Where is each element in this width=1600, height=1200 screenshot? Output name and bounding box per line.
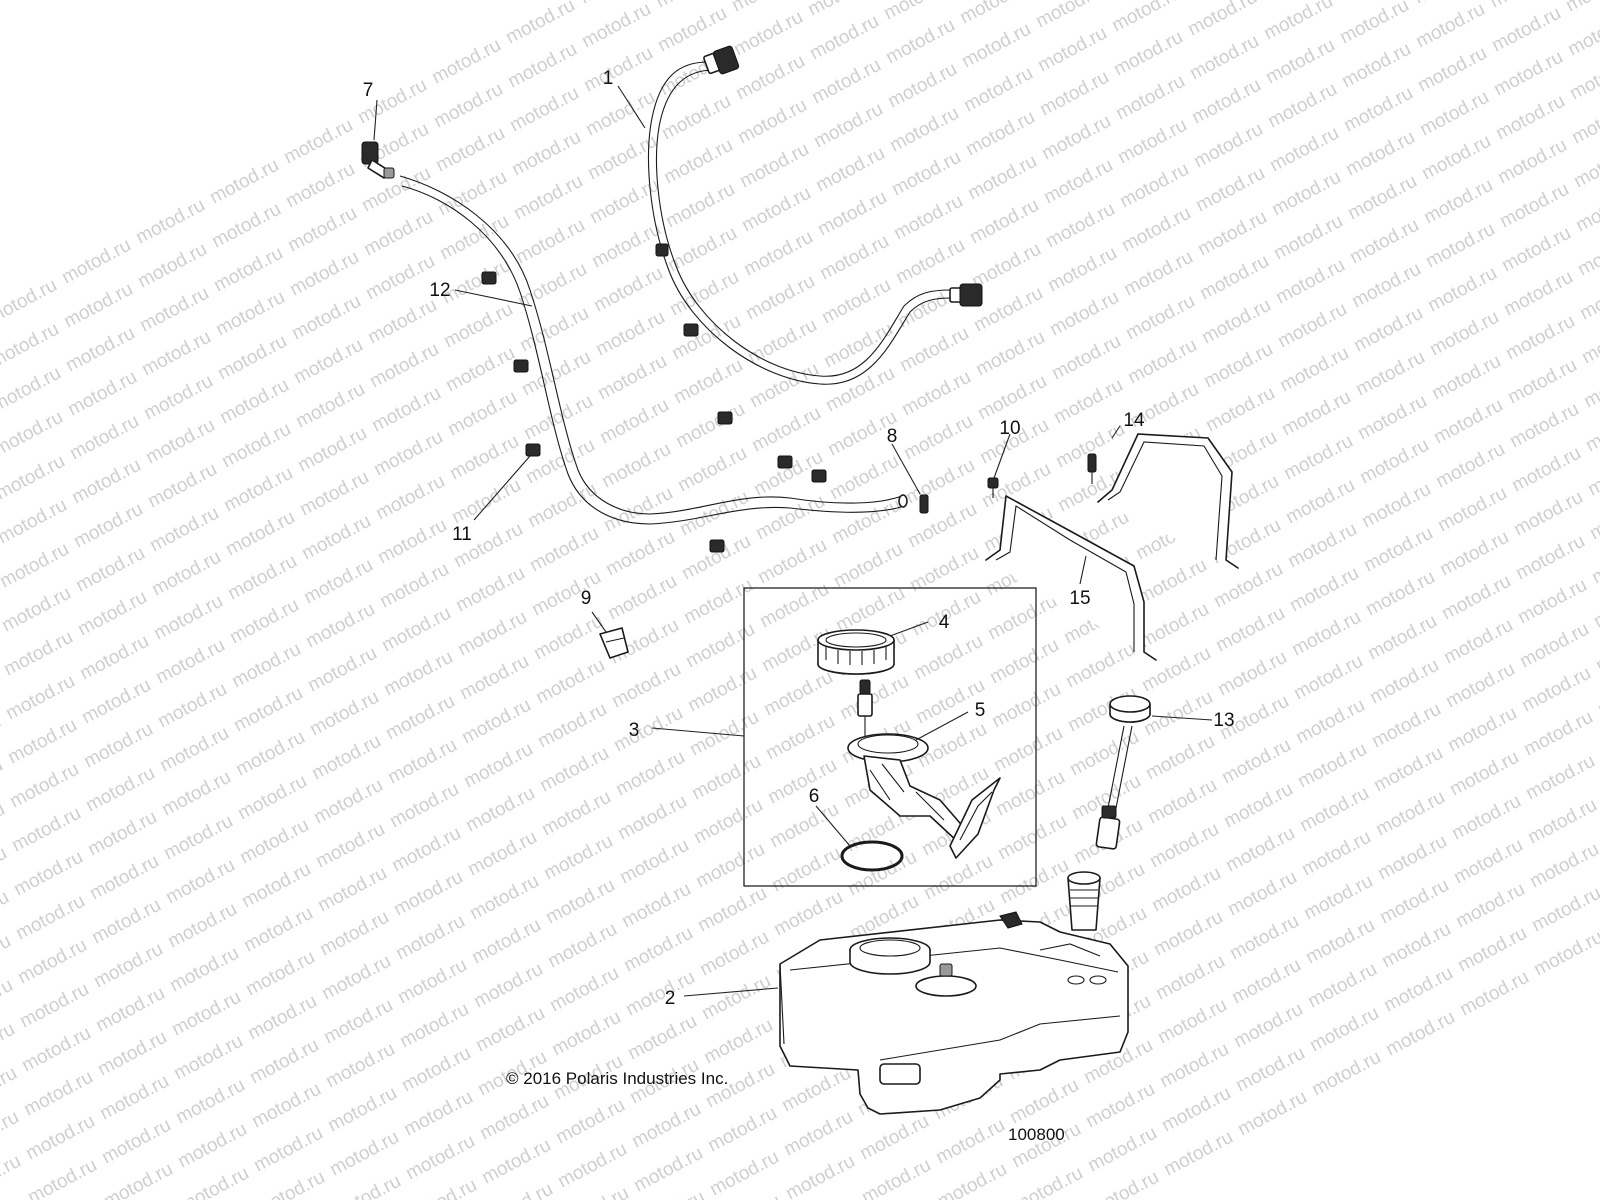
part-2-fuel-tank — [779, 871, 1129, 1115]
callout-10: 10 — [999, 418, 1020, 439]
watermark-text: motod.ru — [1574, 227, 1600, 281]
callout-3: 3 — [629, 720, 640, 741]
callout-2: 2 — [665, 988, 676, 1009]
figure-number: 100800 — [1008, 1125, 1065, 1144]
callout-12: 12 — [429, 280, 450, 301]
watermark-text: motod.ru — [0, 755, 7, 809]
part-14-strap — [1087, 433, 1239, 569]
part-15-strap — [985, 495, 1157, 661]
watermark-text: motod.ru — [1526, 839, 1600, 893]
part-13-fuel-cap — [1095, 695, 1151, 850]
callout-14: 14 — [1123, 410, 1145, 431]
callout-15: 15 — [1069, 588, 1090, 609]
watermark-text: motod.ru — [0, 667, 3, 721]
watermark-text: motod.ru — [1382, 1007, 1458, 1061]
watermark-text: motod.ru — [1308, 1047, 1384, 1101]
watermark-text: motod.ru — [1562, 0, 1600, 16]
part-8-spring-clip — [919, 494, 929, 514]
watermark-text: motod.ru — [1570, 139, 1600, 193]
part-9-clamp — [599, 627, 629, 659]
watermark-text: motod.ru — [1572, 183, 1600, 237]
watermark-text: motod.ru — [0, 1151, 25, 1200]
callout-4: 4 — [939, 612, 950, 633]
watermark-text: motod.ru — [1568, 95, 1600, 149]
watermark-text: motod.ru — [0, 711, 5, 765]
part-12-vent-hose — [399, 175, 908, 525]
watermark-text: motod.ru — [1576, 271, 1600, 325]
watermark-text: motod.ru — [1234, 1087, 1310, 1141]
part-10-bolt — [987, 477, 999, 498]
part-11-hose-clips — [481, 271, 827, 553]
callout-1: 1 — [603, 68, 614, 89]
watermark-text: motod.ru — [1566, 51, 1600, 105]
part-4-lock-ring — [817, 629, 895, 675]
watermark-text: motod.ru — [1596, 711, 1600, 765]
part-3-pump-assembly-box — [743, 587, 1037, 887]
callout-9: 9 — [581, 588, 592, 609]
watermark-text: motod.ru — [0, 623, 1, 677]
watermark-text: motod.ru — [1456, 967, 1532, 1021]
leader-lines — [373, 85, 1213, 997]
part-1-fuel-line — [647, 45, 983, 385]
callout-6: 6 — [809, 786, 820, 807]
watermark-text: motod.ru — [1160, 1127, 1236, 1181]
part-7-elbow-fitting — [361, 141, 395, 179]
callout-7: 7 — [363, 80, 374, 101]
callout-11: 11 — [452, 524, 472, 545]
callout-13: 13 — [1213, 710, 1234, 731]
part-5-fuel-pump — [847, 679, 1001, 859]
watermark-text: motod.ru — [1564, 7, 1600, 61]
copyright-notice: © 2016 Polaris Industries Inc. — [506, 1069, 728, 1088]
callout-8: 8 — [887, 426, 898, 447]
watermark-text: motod.ru — [1594, 667, 1600, 721]
callout-labels: 7 1 12 11 8 10 14 15 9 4 5 3 6 13 2 — [363, 68, 1235, 1009]
part-6-o-ring — [840, 840, 904, 872]
callout-5: 5 — [975, 700, 986, 721]
